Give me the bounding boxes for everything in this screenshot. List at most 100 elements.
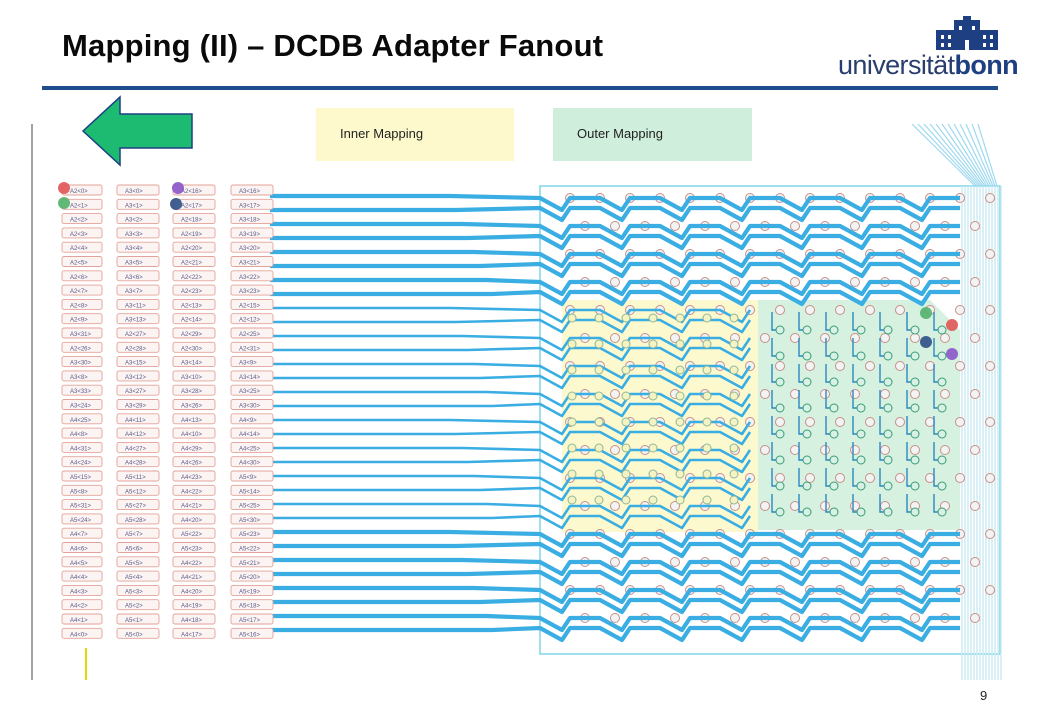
pad-label: A3<11> xyxy=(125,303,146,309)
pad-label: A5<28> xyxy=(125,518,147,524)
pad-label: A5<31> xyxy=(70,504,92,510)
inner-mapping-region xyxy=(562,300,758,532)
pad-label: A4<6> xyxy=(70,547,88,553)
pad-label: A5<24> xyxy=(70,518,92,524)
pad-label: A4<9> xyxy=(239,418,257,424)
pad-label: A2<27> xyxy=(125,332,147,338)
pad-label: A3<26> xyxy=(181,404,203,410)
pad-label: A5<22> xyxy=(239,547,261,553)
pad-label: A5<17> xyxy=(239,618,261,624)
pad-label: A4<5> xyxy=(70,561,88,567)
pad-label: A3<15> xyxy=(125,361,147,367)
pad-label: A4<11> xyxy=(125,418,146,424)
pad-label: A4<28> xyxy=(125,461,147,467)
pad-label: A2<29> xyxy=(181,332,203,338)
connector-area-outline xyxy=(539,185,1001,655)
pad-label: A2<8> xyxy=(70,303,88,309)
pad-label: A4<7> xyxy=(70,532,88,538)
pad-label: A3<17> xyxy=(239,203,261,209)
pad-label: A2<2> xyxy=(70,218,88,224)
pad-label: A4<30> xyxy=(239,461,261,467)
pad-label: A5<4> xyxy=(125,575,143,581)
pad-column-4: A3<16>A3<17>A3<18>A3<19>A3<20>A3<21>A3<2… xyxy=(230,184,274,639)
pad-label: A3<12> xyxy=(125,375,147,381)
pad-label: A4<8> xyxy=(70,432,88,438)
logo-text-bold: bonn xyxy=(954,50,1019,80)
pad-label: A4<0> xyxy=(70,632,88,638)
left-arrow-icon[interactable] xyxy=(80,94,196,168)
pad-label: A2<30> xyxy=(181,346,203,352)
pad-label: A3<13> xyxy=(125,318,147,324)
pad-label: A4<17> xyxy=(181,632,203,638)
pad-label: A2<22> xyxy=(181,275,203,281)
pad-label: A5<18> xyxy=(239,604,261,610)
pad-label: A3<14> xyxy=(239,375,261,381)
pad-label: A3<30> xyxy=(70,361,92,367)
pad-label: A5<22> xyxy=(181,532,203,538)
pad-label: A4<22> xyxy=(181,561,203,567)
pad-label: A2<3> xyxy=(70,232,88,238)
pad-label: A4<3> xyxy=(70,589,88,595)
pad-label: A3<21> xyxy=(239,261,261,267)
fanout-traces xyxy=(270,193,960,643)
pad-label: A2<19> xyxy=(181,232,203,238)
pad-label: A5<23> xyxy=(239,532,261,538)
pad-label: A4<12> xyxy=(125,432,147,438)
pad-label: A4<10> xyxy=(181,432,203,438)
pad-label: A5<25> xyxy=(239,504,261,510)
pad-label: A5<5> xyxy=(125,561,143,567)
pad-label: A4<18> xyxy=(181,618,203,624)
pad-label: A2<18> xyxy=(181,218,203,224)
pad-label: A4<19> xyxy=(181,604,203,610)
pad-label: A5<15> xyxy=(70,475,92,481)
pad-label: A2<20> xyxy=(181,246,203,252)
pad-label: A4<4> xyxy=(70,575,88,581)
pad-label: A5<0> xyxy=(125,632,143,638)
logo-text-regular: universität xyxy=(838,50,955,80)
pad-label: A4<31> xyxy=(70,446,92,452)
pad-label: A3<24> xyxy=(70,404,92,410)
pad-label: A3<27> xyxy=(125,389,147,395)
pad-label: A2<28> xyxy=(125,346,147,352)
pad-label: A5<1> xyxy=(125,618,143,624)
pad-label: A2<0> xyxy=(70,189,88,195)
page-number: 9 xyxy=(980,688,988,703)
pad-label: A2<5> xyxy=(70,261,88,267)
pad-label: A5<23> xyxy=(181,547,203,553)
pin-markers xyxy=(58,182,958,360)
pad-label: A5<16> xyxy=(239,632,261,638)
slide-title: Mapping (II) – DCDB Adapter Fanout xyxy=(62,28,604,63)
pad-label: A3<8> xyxy=(70,375,88,381)
pad-label: A4<14> xyxy=(239,432,261,438)
university-logo: universitätbonn xyxy=(838,14,1019,80)
pad-label: A4<21> xyxy=(181,575,203,581)
pad-label: A5<3> xyxy=(125,589,143,595)
pad-label: A3<30> xyxy=(239,404,261,410)
pad-label: A2<23> xyxy=(181,289,203,295)
pad-label: A5<20> xyxy=(239,575,261,581)
pad-label: A2<13> xyxy=(181,303,203,309)
pad-label: A5<12> xyxy=(125,489,147,495)
pad-label: A2<21> xyxy=(181,261,203,267)
pad-label: A4<13> xyxy=(181,418,203,424)
pad-label: A4<25> xyxy=(239,446,261,452)
pad-label: A5<14> xyxy=(239,489,261,495)
pad-label: A4<25> xyxy=(70,418,92,424)
pad-label: A3<25> xyxy=(239,389,261,395)
university-building-icon xyxy=(936,16,998,50)
pad-label: A5<8> xyxy=(70,489,88,495)
pad-label: A4<23> xyxy=(181,475,203,481)
pad-label: A2<1> xyxy=(70,203,88,209)
pad-label: A5<2> xyxy=(125,604,143,610)
pad-label: A5<7> xyxy=(125,532,143,538)
pad-label: A2<15> xyxy=(239,303,261,309)
pad-label: A3<29> xyxy=(125,404,147,410)
pad-label: A2<7> xyxy=(70,289,88,295)
pad-label: A3<5> xyxy=(125,261,143,267)
pad-label: A3<4> xyxy=(125,246,143,252)
logo-wordmark: universitätbonn xyxy=(838,50,1019,81)
pad-label: A2<26> xyxy=(70,346,92,352)
pad-label: A2<4> xyxy=(70,246,88,252)
pcb-layout-image: A2<0>A2<1>A2<2>A2<3>A2<4>A2<5>A2<6>A2<7>… xyxy=(31,123,1002,680)
pad-label: A2<9> xyxy=(70,318,88,324)
